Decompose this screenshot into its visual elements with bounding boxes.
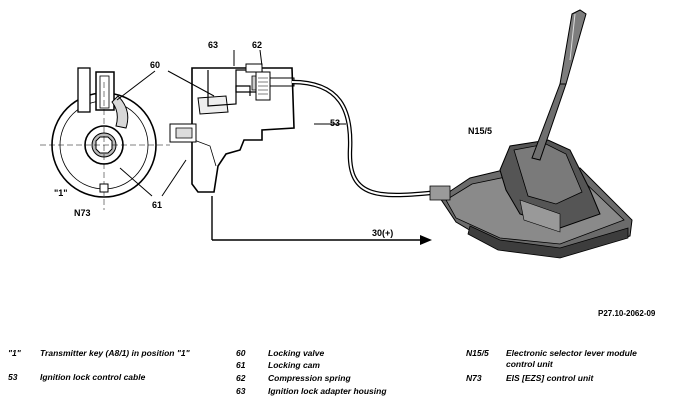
legend-item: N73 EIS [EZS] control unit bbox=[466, 373, 671, 385]
legend-desc: Ignition lock control cable bbox=[40, 372, 146, 382]
legend-desc: Locking valve bbox=[268, 348, 325, 358]
legend-desc: Ignition lock adapter housing bbox=[268, 386, 387, 396]
callout-60: 60 bbox=[150, 60, 160, 70]
callout-62: 62 bbox=[252, 40, 262, 50]
legend-code: 62 bbox=[236, 373, 246, 383]
legend-item: "1" Transmitter key (A8/1) in position "… bbox=[8, 348, 228, 370]
terminal-30-arrow bbox=[211, 196, 432, 245]
legend-desc: Compression spring bbox=[268, 373, 351, 383]
control-cable-53 bbox=[291, 79, 441, 198]
legend-code: N73 bbox=[466, 373, 482, 383]
legend-code: "1" bbox=[8, 348, 21, 358]
legend-code: 63 bbox=[236, 386, 246, 396]
legend-item: 62 Compression spring bbox=[236, 373, 446, 385]
callout-n15-5: N15/5 bbox=[468, 126, 492, 136]
callout-1: "1" bbox=[54, 188, 68, 198]
legend-code: 60 bbox=[236, 348, 246, 358]
locking-valve-channel bbox=[207, 70, 251, 107]
legend-desc: EIS [EZS] control unit bbox=[506, 373, 594, 383]
leader-lines bbox=[116, 49, 346, 197]
adapter-housing-63 bbox=[169, 63, 295, 193]
legend-code: 61 bbox=[236, 360, 246, 370]
figure-reference: P27.10-2062-09 bbox=[598, 309, 656, 318]
legend-item: 61 Locking cam bbox=[236, 360, 446, 372]
legend-desc: Transmitter key (A8/1) in position "1" bbox=[40, 348, 190, 358]
legend-code: 53 bbox=[8, 372, 18, 382]
ignition-lock-n73 bbox=[40, 67, 170, 210]
callout-63: 63 bbox=[208, 40, 218, 50]
legend-item: 63 Ignition lock adapter housing bbox=[236, 386, 446, 398]
callout-53: 53 bbox=[330, 118, 340, 128]
legend-desc: Locking cam bbox=[268, 360, 320, 370]
legend-code: N15/5 bbox=[466, 348, 489, 358]
legend-item: N15/5 Electronic selector lever module c… bbox=[466, 348, 671, 370]
callout-61: 61 bbox=[152, 200, 162, 210]
selector-lever-module-n15-5 bbox=[429, 9, 633, 259]
callout-n73: N73 bbox=[74, 208, 91, 218]
legend-item: 53 Ignition lock control cable bbox=[8, 372, 228, 384]
legend-item: 60 Locking valve bbox=[236, 348, 446, 360]
technical-diagram: 60 63 62 53 61 "1" N73 N15/5 30(+) bbox=[40, 9, 633, 259]
legend-desc: Electronic selector lever module control… bbox=[506, 348, 637, 369]
callout-30-plus: 30(+) bbox=[372, 228, 393, 238]
